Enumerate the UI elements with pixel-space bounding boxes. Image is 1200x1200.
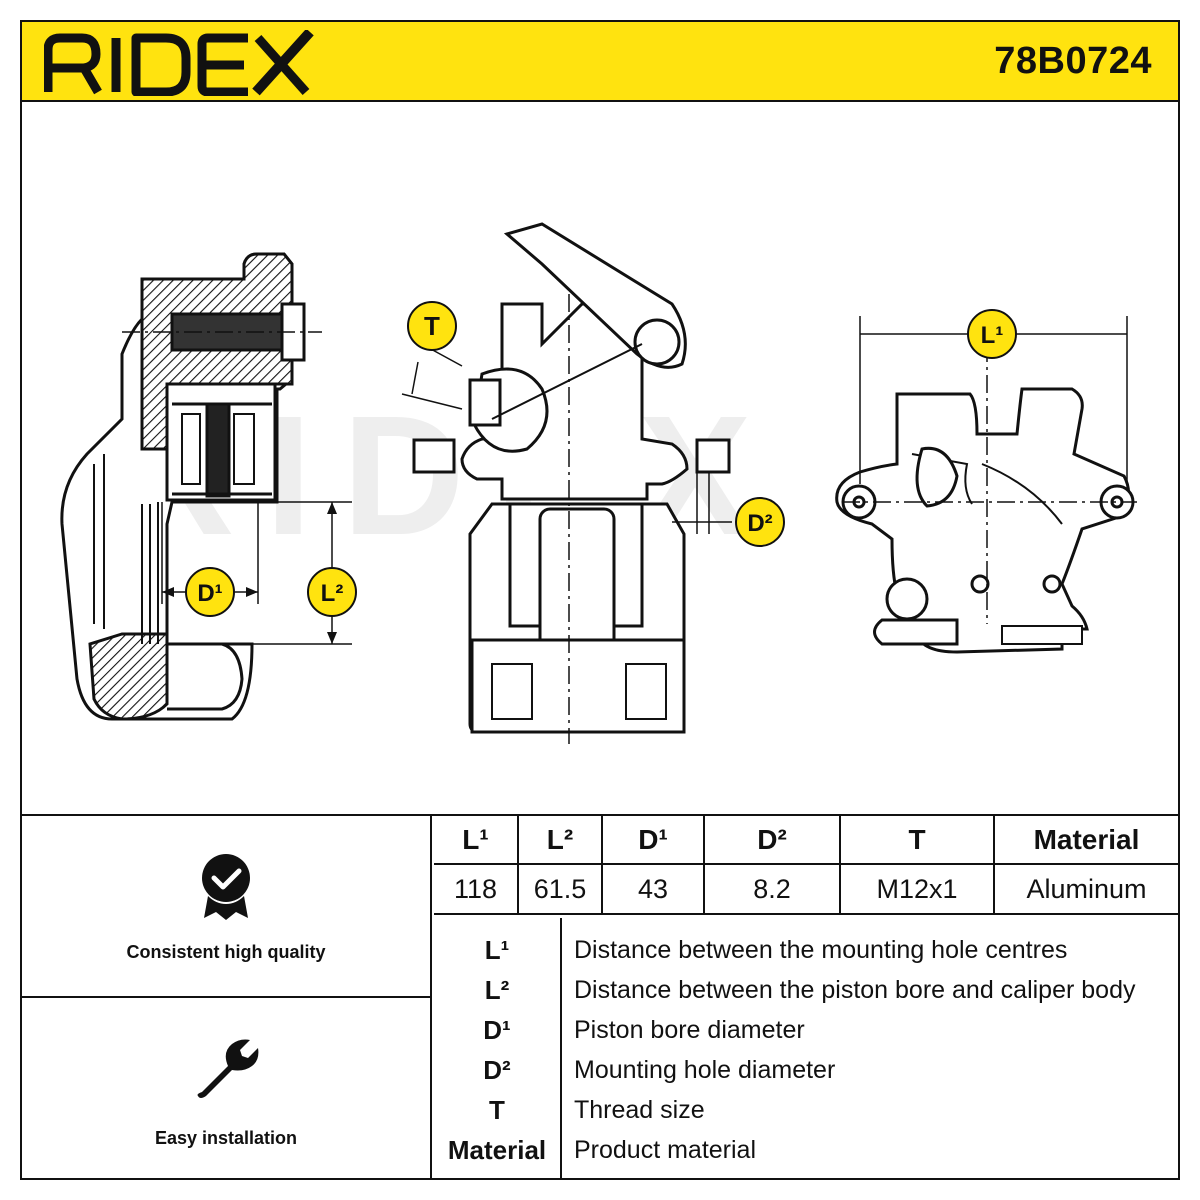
- wrench-icon: [197, 1039, 259, 1098]
- spec-header-row: L¹ L² D¹ D² T Material: [434, 816, 1178, 865]
- legend-row: D² Mounting hole diameter: [434, 1050, 1178, 1090]
- legend-row: Material Product material: [434, 1130, 1178, 1170]
- legend-desc: Distance between the mounting hole centr…: [574, 936, 1068, 964]
- feature-label: Easy installation: [154, 1128, 298, 1148]
- legend-desc: Mounting hole diameter: [574, 1056, 836, 1084]
- d1-callout: [185, 567, 235, 617]
- d2-callout: [735, 497, 785, 547]
- l2-callout-label: L²: [321, 580, 344, 607]
- l1-callout: [967, 309, 1017, 359]
- quality-badge-icon: [202, 854, 250, 920]
- legend-key: L²: [484, 975, 510, 1005]
- feature-quality: Consistent high quality: [22, 816, 430, 998]
- spec-header-cell: T: [839, 816, 994, 865]
- caliper-rear-view: [835, 316, 1137, 654]
- header-bar: 78B0724: [22, 22, 1178, 102]
- d1-callout-label: D¹: [197, 580, 222, 607]
- legend: L¹ Distance between the mounting hole ce…: [434, 918, 1178, 1180]
- legend-desc: Piston bore diameter: [574, 1016, 805, 1044]
- legend-row: T Thread size: [434, 1090, 1178, 1130]
- caliper-front-view: [401, 222, 732, 744]
- specs-panel: L¹ L² D¹ D² T Material 118 61.5 43 8.2 M…: [434, 816, 1178, 1180]
- l2-callout: [307, 567, 357, 617]
- d2-callout-label: D²: [747, 510, 772, 537]
- spec-value-cell: 61.5: [517, 864, 602, 915]
- product-sheet: 78B0724 RIDEX: [20, 20, 1180, 1180]
- legend-desc: Thread size: [574, 1096, 705, 1124]
- legend-divider: [560, 918, 562, 1180]
- info-section: Consistent high quality Easy installatio…: [22, 814, 1178, 1180]
- ridex-logo: [44, 30, 314, 96]
- feature-label: Consistent high quality: [126, 942, 326, 962]
- legend-row: L¹ Distance between the mounting hole ce…: [434, 930, 1178, 970]
- legend-row: D¹ Piston bore diameter: [434, 1010, 1178, 1050]
- spec-header-cell: L²: [517, 816, 602, 865]
- legend-desc: Distance between the piston bore and cal…: [574, 976, 1136, 1004]
- feature-install: Easy installation: [22, 1000, 430, 1180]
- spec-value-cell: 43: [601, 864, 704, 915]
- legend-row: L² Distance between the piston bore and …: [434, 970, 1178, 1010]
- legend-key: L¹: [484, 935, 510, 965]
- legend-desc: Product material: [574, 1136, 757, 1164]
- spec-header-cell: L¹: [434, 816, 518, 865]
- spec-header-cell: Material: [993, 816, 1178, 865]
- spec-value-cell: 8.2: [703, 864, 840, 915]
- spec-value-row: 118 61.5 43 8.2 M12x1 Aluminum: [434, 864, 1178, 915]
- l1-callout-label: L¹: [981, 322, 1004, 349]
- caliper-section-view: [60, 252, 352, 721]
- spec-header-cell: D²: [703, 816, 840, 865]
- spec-value-cell: 118: [434, 864, 518, 915]
- spec-value-cell: M12x1: [839, 864, 994, 915]
- technical-drawing: RIDEX: [60, 222, 1137, 744]
- spec-header-cell: D¹: [601, 816, 704, 865]
- spec-value-cell: Aluminum: [993, 864, 1178, 915]
- features-panel: Consistent high quality Easy installatio…: [22, 816, 432, 1180]
- legend-key: Material: [447, 1135, 547, 1165]
- legend-key: D²: [483, 1055, 511, 1085]
- t-callout: [407, 301, 457, 351]
- part-number: 78B0724: [994, 40, 1152, 82]
- t-callout-label: T: [424, 311, 440, 341]
- legend-key: T: [489, 1095, 505, 1125]
- spec-table: L¹ L² D¹ D² T Material 118 61.5 43 8.2 M…: [434, 816, 1178, 915]
- legend-key: D¹: [483, 1015, 511, 1045]
